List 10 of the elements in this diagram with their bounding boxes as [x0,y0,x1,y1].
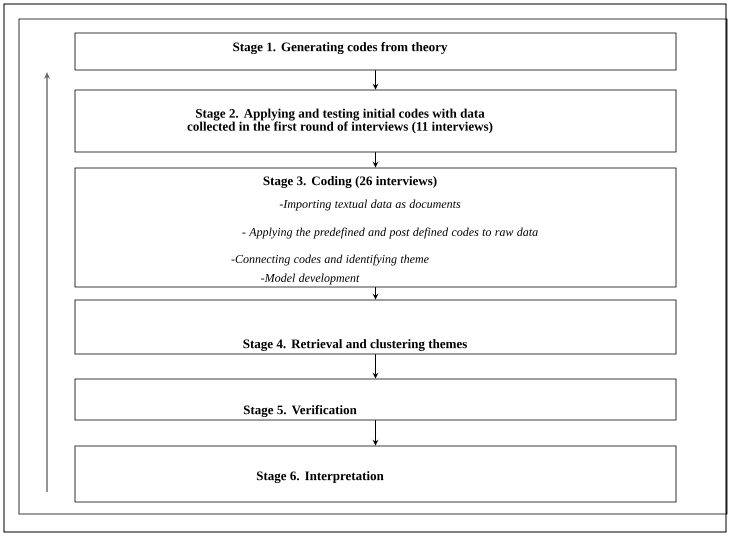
step-text: - Applying the predefined and post defined codes to raw data [242,227,538,239]
step-text: -Importing textual data as documents [280,200,460,210]
stage-heading: Stage 2. Applying and testing initial codes with data collected in the first round of interviews (11 interviews) [188,108,492,134]
stage-heading: Stage 4. Retrieval and clustering themes [243,339,467,351]
stage-heading: Stage 1. Generating codes from theory [233,42,448,54]
step-text: -Connecting codes and identifying theme [231,254,429,266]
stage-heading: Stage 3. Coding (26 interviews) [264,176,437,188]
step-text: -Model development [261,274,360,284]
stage-heading: Stage 5. Verification [244,405,357,418]
stage-heading: Stage 6. Interpretation [256,471,384,483]
